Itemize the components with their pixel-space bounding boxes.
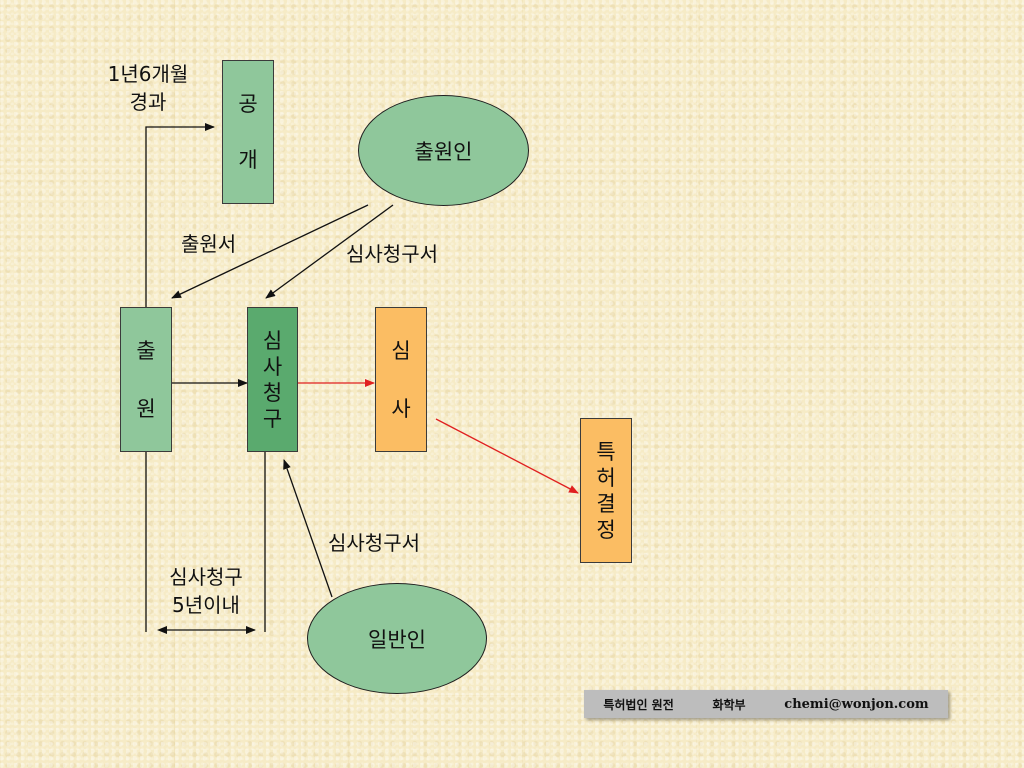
decision-char: 특 (596, 439, 616, 464)
exam-request-char: 구 (262, 406, 283, 431)
publication-char: 공 (238, 92, 258, 116)
applicant-label: 출원인 (414, 139, 473, 164)
examination-char: 심 (391, 338, 411, 363)
application-char: 원 (136, 396, 156, 421)
exam-request-char: 청 (262, 380, 283, 405)
application-doc-label: 출원서 (181, 232, 237, 256)
deadline-line-2: 5년이내 (172, 593, 240, 617)
exam-request-box: 심 사 청 구 (247, 307, 298, 452)
decision-char: 정 (596, 517, 616, 542)
publish-time-line-1: 1년6개월 (107, 62, 189, 86)
general-public-ellipse: 일반인 (307, 583, 487, 694)
publication-char: 개 (238, 148, 258, 172)
arrow-applicant-to-exam-request (265, 204, 394, 299)
decision-char: 결 (596, 491, 616, 516)
deadline-line-1: 심사청구 (169, 565, 243, 589)
publish-time-line-2: 경과 (129, 90, 167, 114)
application-box: 출 원 (120, 307, 172, 452)
examination-box: 심 사 (375, 307, 427, 452)
exam-request-char: 사 (262, 354, 283, 379)
application-char: 출 (136, 338, 156, 363)
general-public-label: 일반인 (368, 627, 426, 652)
arrow-examination-to-decision (435, 418, 579, 494)
publication-box: 공 개 (222, 60, 274, 204)
exam-request-doc-bottom-label: 심사청구서 (328, 531, 420, 555)
footer-dept: 화학부 (712, 697, 746, 712)
deadline-label: 심사청구 5년이내 (150, 563, 262, 619)
patent-decision-box: 특 허 결 정 (580, 418, 632, 563)
footer-banner: 특허법인 원전 화학부 chemi@wonjon.com (584, 690, 948, 718)
arrow-application-to-publication (145, 123, 215, 307)
arrow-public-to-exam-request (283, 459, 333, 598)
applicant-ellipse: 출원인 (358, 95, 529, 206)
examination-char: 사 (391, 396, 411, 421)
exam-request-char: 심 (262, 328, 283, 353)
decision-char: 허 (596, 465, 616, 490)
footer-firm: 특허법인 원전 (603, 697, 674, 712)
arrow-applicant-to-application (171, 204, 369, 299)
footer-email: chemi@wonjon.com (784, 696, 929, 712)
exam-request-doc-top-label: 심사청구서 (346, 242, 438, 266)
publish-time-label: 1년6개월 경과 (92, 60, 204, 116)
